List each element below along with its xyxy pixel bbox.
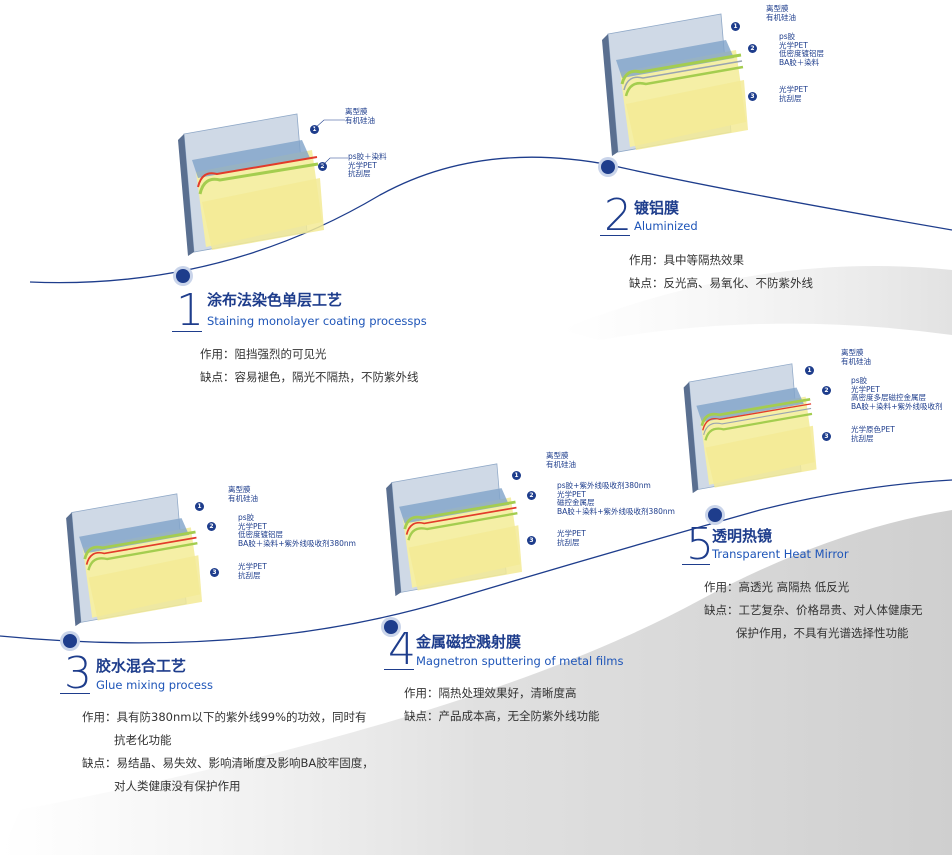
film-illustration-3 [66, 493, 203, 627]
stage-number-5: 5 [686, 519, 714, 570]
layer-marker-4-3: 3 [527, 536, 536, 545]
stage-title-cn-1: 涂布法染色单层工艺 [207, 291, 343, 309]
timeline-node-5 [708, 508, 722, 522]
stage-underline-3 [60, 693, 90, 694]
stage-title-en-4: Magnetron sputtering of metal films [416, 654, 624, 668]
film-illustration-1 [178, 113, 324, 256]
stage-underline-4 [384, 669, 414, 670]
layer-marker-5-1: 1 [805, 366, 814, 375]
timeline-curve-lower [0, 479, 952, 644]
stage-title-cn-4: 金属磁控溅射膜 [416, 633, 522, 651]
film-illustration-5 [683, 363, 817, 494]
layer-marker-5-2: 2 [822, 386, 831, 395]
stage-number-4: 4 [388, 624, 416, 675]
stage-title-cn-2: 镀铝膜 [634, 199, 680, 217]
film-illustration-4 [386, 463, 523, 597]
leader-lines-1 [313, 119, 348, 167]
stage-underline-5 [682, 564, 710, 565]
timeline-node-1 [176, 269, 190, 283]
stage-title-en-5: Transparent Heat Mirror [712, 547, 849, 561]
timeline-node-4 [384, 620, 398, 634]
layer-marker-1-1: 1 [310, 125, 319, 134]
layer-marker-4-1: 1 [512, 471, 521, 480]
layer-marker-3-2: 2 [207, 522, 216, 531]
stage-title-cn-5: 透明热镜 [712, 527, 773, 545]
stage-underline-2 [600, 235, 630, 236]
layer-label-3-1: 离型膜有机硅油 [228, 485, 258, 503]
stage-desc-4: 作用：隔热处理效果好，清晰度高 缺点：产品成本高，无全防紫外线功能 [404, 686, 600, 723]
layer-marker-2-2: 2 [748, 44, 757, 53]
stage-title-en-2: Aluminized [634, 219, 698, 233]
stage-title-en-1: Staining monolayer coating processps [207, 314, 427, 328]
layer-label-5-1: 离型膜有机硅油 [841, 348, 871, 366]
layer-marker-2-1: 1 [731, 22, 740, 31]
stage-number-3: 3 [64, 648, 92, 699]
layer-marker-2-3: 3 [748, 92, 757, 101]
stage-number-2: 2 [604, 190, 632, 241]
timeline-node-3 [63, 634, 77, 648]
layer-label-2-1: 离型膜有机硅油 [766, 4, 796, 22]
layer-marker-4-2: 2 [527, 491, 536, 500]
stage-desc-2: 作用：具中等隔热效果 缺点：反光高、易氧化、不防紫外线 [629, 253, 813, 290]
swoosh-upper [560, 266, 952, 340]
layer-marker-1-2: 2 [318, 162, 327, 171]
stage-desc-5: 作用：高透光 高隔热 低反光 缺点：工艺复杂、价格昂贵、对人体健康无 保护作用，… [704, 580, 923, 640]
layer-marker-3-3: 3 [210, 568, 219, 577]
layer-marker-3-1: 1 [195, 502, 204, 511]
stage-title-cn-3: 胶水混合工艺 [96, 657, 187, 675]
stage-desc-3: 作用：具有防380nm以下的紫外线99%的功效，同时有 抗老化功能 缺点：易结晶… [82, 710, 374, 793]
stage-desc-1: 作用：阻挡强烈的可见光 缺点：容易褪色，隔光不隔热，不防紫外线 [200, 347, 419, 384]
film-illustration-2 [602, 13, 748, 156]
stage-title-en-3: Glue mixing process [96, 678, 213, 692]
stage-number-1: 1 [176, 285, 204, 336]
layer-label-1-1: 离型膜有机硅油 [345, 107, 375, 125]
layer-label-4-1: 离型膜有机硅油 [546, 451, 576, 469]
stage-underline-1 [172, 331, 202, 332]
timeline-node-2 [601, 160, 615, 174]
swoosh-lower [0, 510, 952, 855]
timeline-curve-upper [29, 156, 952, 284]
layer-marker-5-3: 3 [822, 432, 831, 441]
